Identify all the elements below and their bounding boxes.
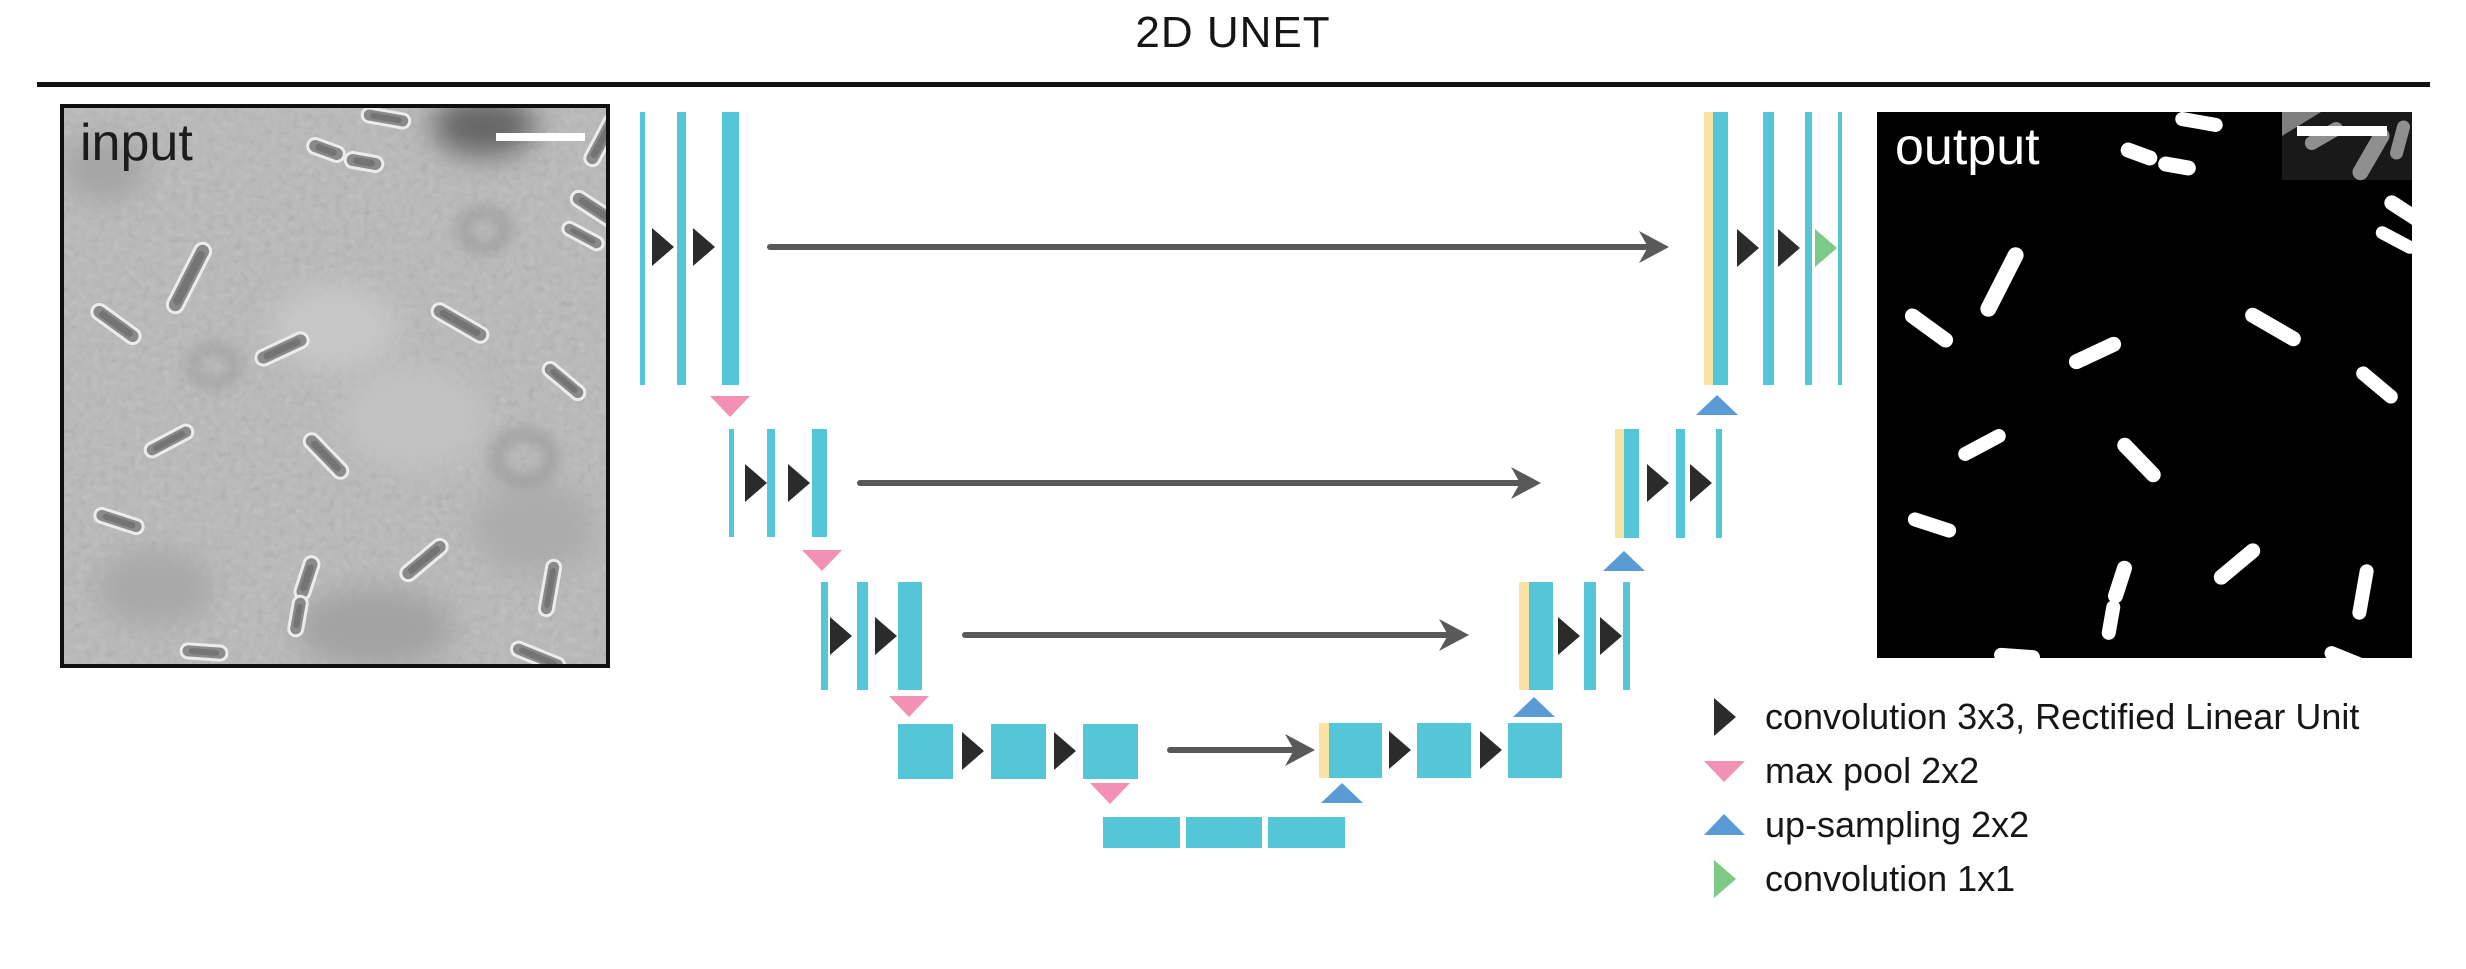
input-micrograph: input (60, 104, 610, 668)
scale-bar-inset (2282, 112, 2412, 181)
legend-item-conv1x1: convolution 1x1 (1703, 852, 2359, 906)
scale-bar (2297, 126, 2387, 136)
figure-title: 2D UNET (1135, 8, 1331, 57)
input-panel-label: input (80, 114, 193, 172)
title-rule (37, 82, 2430, 87)
bacteria-rods-input (90, 108, 606, 664)
legend-label: up-sampling 2x2 (1765, 804, 2030, 845)
legend-label: max pool 2x2 (1765, 750, 1980, 791)
output-segmentation-image (1877, 112, 2412, 658)
legend-item-upsample: up-sampling 2x2 (1703, 798, 2359, 852)
micrograph-texture (64, 108, 596, 664)
legend-label: convolution 1x1 (1765, 858, 2016, 899)
legend-item-maxpool: max pool 2x2 (1703, 744, 2359, 798)
segmentation-background (1877, 112, 2412, 658)
output-panel-label: output (1895, 118, 2040, 176)
conv3x3-icon (1703, 695, 1749, 739)
legend-label: convolution 3x3, Rectified Linear Unit (1765, 696, 2360, 737)
legend-item-conv3x3: convolution 3x3, Rectified Linear Unit (1703, 690, 2359, 744)
upsample-icon (1703, 803, 1749, 847)
legend: convolution 3x3, Rectified Linear Unit m… (1703, 690, 2359, 906)
input-micrograph-image (64, 108, 606, 664)
conv1x1-icon (1703, 857, 1749, 901)
output-segmentation: output (1877, 112, 2412, 658)
scale-bar (496, 133, 585, 141)
maxpool-icon (1703, 749, 1749, 793)
